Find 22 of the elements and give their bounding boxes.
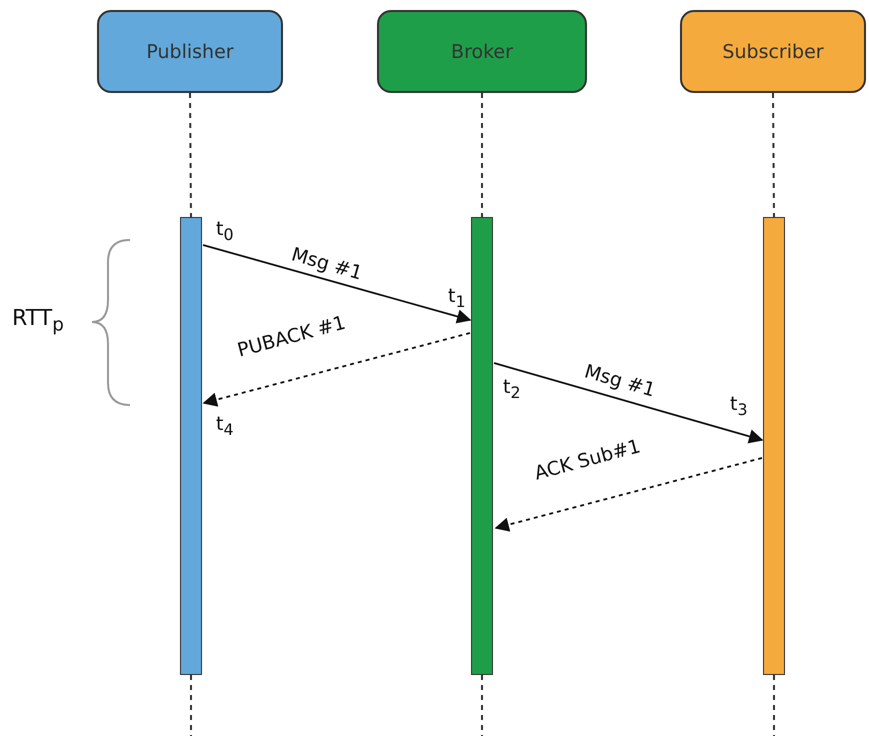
lifeline bbox=[189, 93, 192, 217]
activation-bar bbox=[180, 217, 202, 675]
edge-label: ACK Sub#1 bbox=[532, 435, 643, 485]
activation-bar bbox=[471, 217, 493, 675]
message-arrow bbox=[202, 332, 470, 407]
edge-label: Msg #1 bbox=[582, 360, 658, 402]
message-arrow bbox=[202, 244, 472, 324]
edge-label: Msg #1 bbox=[288, 243, 365, 285]
message-arrow bbox=[494, 457, 762, 532]
participant-box: Publisher bbox=[97, 10, 283, 93]
time-label: t$_{3}$ bbox=[730, 393, 748, 419]
lifeline bbox=[481, 93, 483, 217]
participant-box: Subscriber bbox=[680, 10, 866, 93]
time-label: t$_{1}$ bbox=[448, 285, 466, 311]
activation-bar bbox=[763, 217, 785, 675]
message-arrow bbox=[494, 362, 764, 444]
lifeline bbox=[772, 93, 775, 217]
time-label: t$_{2}$ bbox=[503, 376, 521, 402]
time-label: t$_{4}$ bbox=[216, 413, 234, 439]
interval-label: RTT$_{p}$ bbox=[12, 306, 64, 336]
time-label: t$_{0}$ bbox=[216, 218, 234, 244]
participant-box: Broker bbox=[377, 10, 587, 93]
